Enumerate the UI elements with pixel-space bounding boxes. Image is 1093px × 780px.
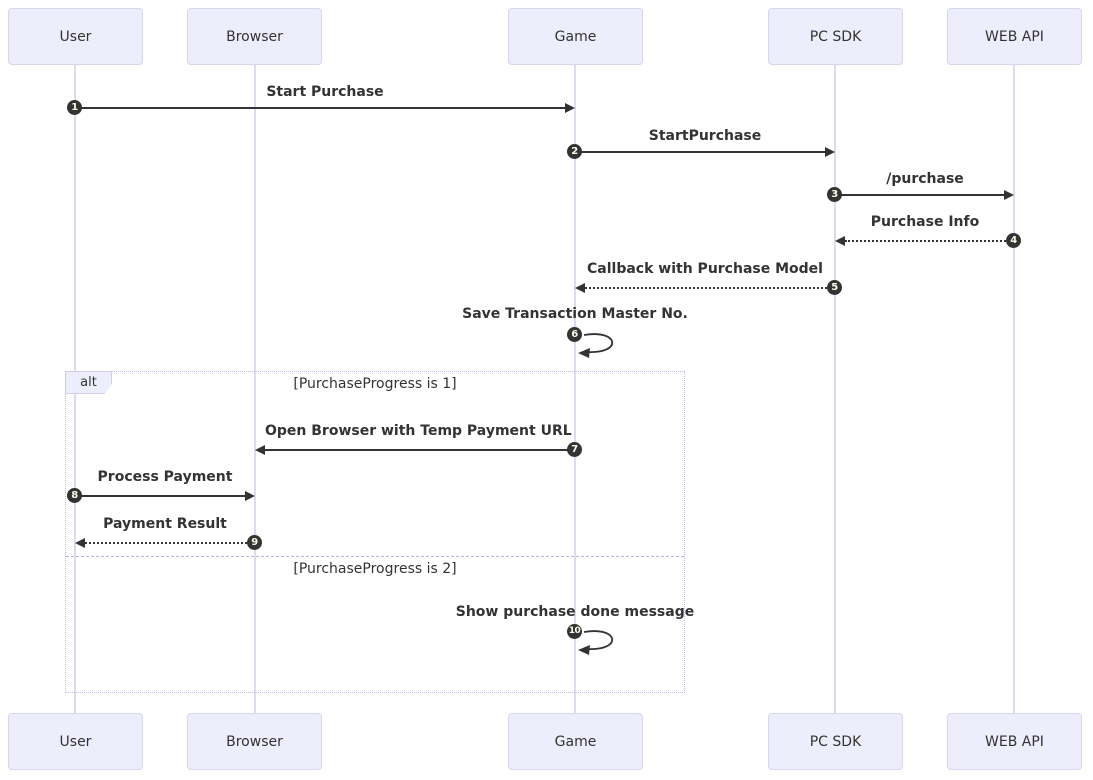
sequence-number-2: 2	[567, 144, 582, 159]
message-2-line	[575, 151, 826, 153]
arrowhead-left-icon	[255, 445, 265, 455]
arrowhead-right-icon	[1004, 190, 1014, 200]
actor-label: PC SDK	[809, 733, 862, 750]
lifeline-game	[574, 65, 576, 713]
lifeline-web-api	[1013, 65, 1015, 713]
actor-label: WEB API	[985, 28, 1044, 45]
actor-label: Browser	[226, 733, 283, 750]
actor-top-web-api: WEB API	[947, 8, 1082, 65]
lifeline-browser	[254, 65, 256, 713]
alt-condition-1: [PurchaseProgress is 1]	[293, 376, 457, 392]
sequence-number-5: 5	[827, 280, 842, 295]
message-7-label: Open Browser with Temp Payment URL	[265, 423, 572, 439]
actor-top-pc-sdk: PC SDK	[768, 8, 903, 65]
sequence-number-7: 7	[567, 442, 582, 457]
arrowhead-right-icon	[825, 147, 835, 157]
actor-bottom-user: User	[8, 713, 143, 770]
message-9-label: Payment Result	[103, 516, 227, 532]
sequence-number-9: 9	[247, 535, 262, 550]
message-4-label: Purchase Info	[870, 214, 980, 230]
alt-frame-label: alt	[65, 371, 112, 394]
actor-top-game: Game	[508, 8, 643, 65]
actor-label: Game	[554, 733, 597, 750]
message-8-line	[75, 495, 246, 497]
actor-bottom-game: Game	[508, 713, 643, 770]
message-6-label: Save Transaction Master No.	[462, 306, 688, 322]
sequence-number-3: 3	[827, 187, 842, 202]
alt-frame	[65, 371, 685, 693]
message-5-label: Callback with Purchase Model	[587, 261, 823, 277]
message-3-line	[835, 194, 1005, 196]
actor-top-user: User	[8, 8, 143, 65]
message-1-label: Start Purchase	[266, 84, 384, 100]
actor-label: Game	[554, 28, 597, 45]
sequence-number-8: 8	[67, 488, 82, 503]
actor-bottom-pc-sdk: PC SDK	[768, 713, 903, 770]
sequence-number-6: 6	[567, 327, 582, 342]
actor-label: PC SDK	[809, 28, 862, 45]
message-3-label: /purchase	[886, 171, 964, 187]
actor-bottom-browser: Browser	[187, 713, 322, 770]
arrowhead-right-icon	[565, 103, 575, 113]
message-5-line	[585, 287, 835, 289]
actor-bottom-web-api: WEB API	[947, 713, 1082, 770]
self-loop-arrow	[578, 630, 614, 655]
message-1-line	[75, 107, 566, 109]
message-4-line	[845, 240, 1014, 242]
message-10-label: Show purchase done message	[455, 604, 695, 620]
self-loop-arrow	[578, 333, 614, 358]
arrowhead-right-icon	[245, 491, 255, 501]
lifeline-pc-sdk	[834, 65, 836, 713]
actor-label: WEB API	[985, 733, 1044, 750]
message-9-line	[85, 542, 255, 544]
alt-section-divider	[66, 556, 684, 557]
sequence-number-10: 10	[567, 624, 582, 639]
sequence-number-1: 1	[67, 100, 82, 115]
message-8-label: Process Payment	[97, 469, 233, 485]
arrowhead-left-icon	[75, 538, 85, 548]
alt-condition-2: [PurchaseProgress is 2]	[293, 561, 457, 577]
message-2-label: StartPurchase	[648, 128, 762, 144]
arrowhead-left-icon	[835, 236, 845, 246]
message-7-line	[265, 449, 575, 451]
actor-label: User	[59, 733, 92, 750]
actor-label: Browser	[226, 28, 283, 45]
sequence-number-4: 4	[1006, 233, 1021, 248]
actor-label: User	[59, 28, 92, 45]
arrowhead-left-icon	[575, 283, 585, 293]
actor-top-browser: Browser	[187, 8, 322, 65]
